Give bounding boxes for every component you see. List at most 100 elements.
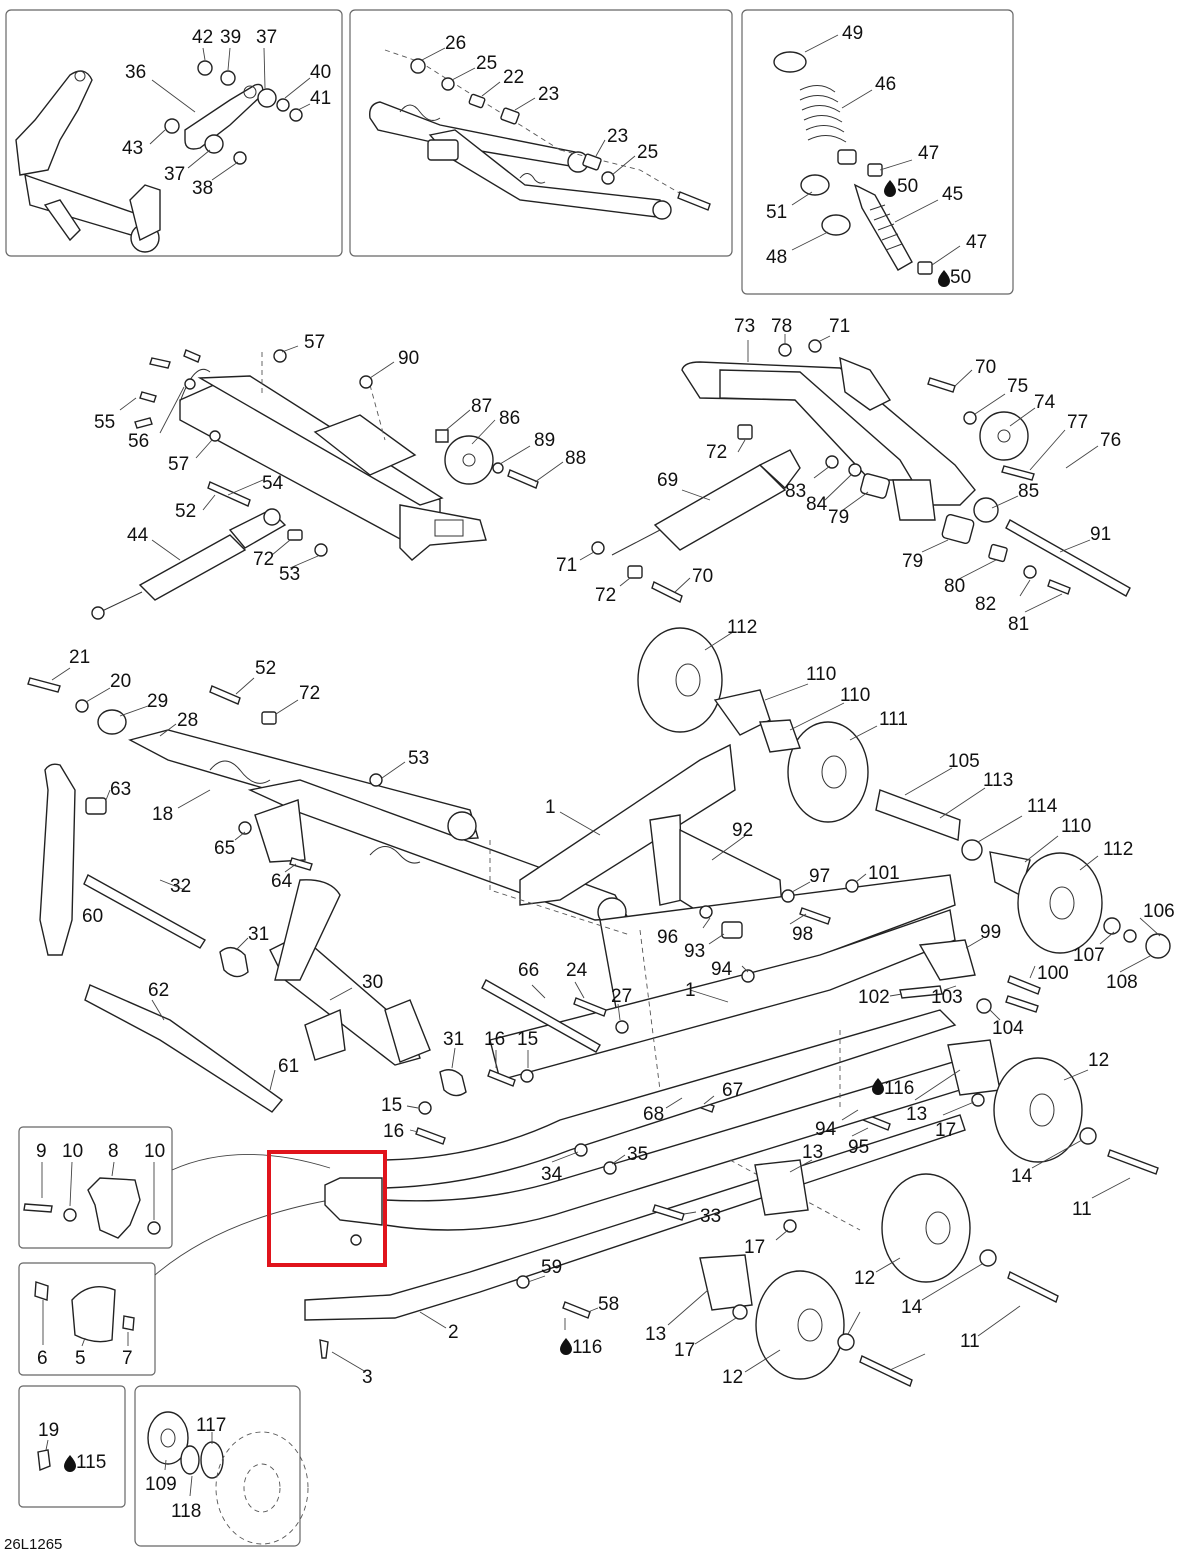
rear-idler-wheels bbox=[516, 1039, 1159, 1387]
callout-13: 13 bbox=[906, 1104, 927, 1125]
callout-110b: 110 bbox=[840, 685, 870, 706]
lower-leaders bbox=[51, 631, 1161, 1373]
callout-12b: 12 bbox=[854, 1268, 875, 1289]
panel-shock-spring bbox=[741, 9, 1014, 295]
callout-87: 87 bbox=[471, 396, 492, 417]
callout-111: 111 bbox=[879, 709, 908, 730]
callout-92: 92 bbox=[732, 820, 753, 841]
callout-30: 30 bbox=[362, 972, 383, 993]
callout-35: 35 bbox=[627, 1144, 648, 1165]
callout-31: 31 bbox=[248, 924, 269, 945]
callout-106: 106 bbox=[1143, 901, 1175, 922]
callout-80: 80 bbox=[944, 576, 965, 597]
panel-front-arm bbox=[349, 9, 733, 257]
callout-104: 104 bbox=[992, 1018, 1024, 1039]
callout-9: 9 bbox=[36, 1141, 47, 1162]
callout-112b: 112 bbox=[1103, 839, 1133, 860]
callout-21: 21 bbox=[69, 647, 90, 668]
connector-slider-shoe bbox=[171, 1154, 331, 1171]
callout-75: 75 bbox=[1007, 376, 1028, 397]
callout-71: 71 bbox=[829, 316, 850, 337]
callout-71b: 71 bbox=[556, 555, 577, 576]
callout-83: 83 bbox=[785, 481, 806, 502]
callout-labels: 42 39 37 36 40 41 43 37 38 26 25 22 23 2… bbox=[36, 23, 1175, 1522]
callout-38: 38 bbox=[192, 178, 213, 199]
callout-94b: 94 bbox=[815, 1119, 837, 1140]
callout-53: 53 bbox=[279, 564, 300, 585]
callout-23b: 23 bbox=[607, 126, 628, 147]
callout-78: 78 bbox=[771, 316, 792, 337]
callout-45: 45 bbox=[942, 184, 963, 205]
callout-12c: 12 bbox=[722, 1367, 743, 1388]
callout-72d: 72 bbox=[299, 683, 320, 704]
callout-76: 76 bbox=[1100, 430, 1121, 451]
rear-arm-assembly bbox=[681, 339, 1131, 597]
grease-drop-icon bbox=[938, 270, 950, 287]
callout-102: 102 bbox=[858, 987, 890, 1008]
panel2-leaders bbox=[421, 47, 636, 176]
callout-47b: 47 bbox=[966, 232, 987, 253]
highlight-box bbox=[267, 1150, 387, 1267]
callout-100: 100 bbox=[1037, 963, 1069, 984]
callout-93: 93 bbox=[684, 941, 705, 962]
panel1-leaders bbox=[149, 47, 311, 181]
callout-12: 12 bbox=[1088, 1050, 1109, 1071]
callout-82: 82 bbox=[975, 594, 996, 615]
callout-3: 3 bbox=[362, 1367, 373, 1388]
callout-84: 84 bbox=[806, 494, 828, 515]
callout-74: 74 bbox=[1034, 392, 1056, 413]
callout-15b: 15 bbox=[381, 1095, 402, 1116]
callout-43: 43 bbox=[122, 138, 143, 159]
callout-40: 40 bbox=[310, 62, 331, 83]
callout-1: 1 bbox=[545, 797, 556, 818]
callout-25b: 25 bbox=[637, 142, 658, 163]
callout-62: 62 bbox=[148, 980, 169, 1001]
callout-42: 42 bbox=[192, 27, 213, 48]
rear-frame bbox=[489, 743, 1041, 1131]
rear-shock-right bbox=[591, 449, 801, 603]
callout-73: 73 bbox=[734, 316, 755, 337]
callout-114: 114 bbox=[1027, 796, 1058, 817]
callout-20: 20 bbox=[110, 671, 131, 692]
callout-94: 94 bbox=[711, 959, 733, 980]
callout-44: 44 bbox=[127, 525, 149, 546]
callout-107: 107 bbox=[1073, 945, 1105, 966]
rear-shock-left bbox=[91, 508, 328, 620]
callout-28: 28 bbox=[177, 710, 198, 731]
drawing-code: 26L1265 bbox=[4, 1536, 62, 1553]
callout-11: 11 bbox=[1072, 1199, 1092, 1220]
callout-47: 47 bbox=[918, 143, 939, 164]
callout-52: 52 bbox=[175, 501, 196, 522]
callout-72c: 72 bbox=[595, 585, 616, 606]
callout-89: 89 bbox=[534, 430, 555, 451]
callout-115: 115 bbox=[76, 1452, 106, 1473]
callout-116: 116 bbox=[884, 1078, 914, 1099]
callout-64: 64 bbox=[271, 871, 293, 892]
callout-17c: 17 bbox=[674, 1340, 695, 1361]
callout-70b: 70 bbox=[692, 566, 713, 587]
callout-56: 56 bbox=[128, 431, 149, 452]
callout-6: 6 bbox=[37, 1348, 48, 1369]
callout-55: 55 bbox=[94, 412, 115, 433]
callout-117: 117 bbox=[196, 1415, 226, 1436]
callout-2: 2 bbox=[448, 1322, 459, 1343]
callout-79: 79 bbox=[828, 507, 849, 528]
callout-110: 110 bbox=[806, 664, 836, 685]
callout-70: 70 bbox=[975, 357, 996, 378]
grease-drop-icon bbox=[872, 1078, 884, 1095]
callout-98: 98 bbox=[792, 924, 813, 945]
callout-69: 69 bbox=[657, 470, 678, 491]
callout-101: 101 bbox=[868, 863, 900, 884]
callout-16: 16 bbox=[484, 1029, 505, 1050]
callout-48: 48 bbox=[766, 247, 787, 268]
callout-109: 109 bbox=[145, 1474, 177, 1495]
callout-13b: 13 bbox=[802, 1142, 823, 1163]
callout-97: 97 bbox=[809, 866, 830, 887]
callout-53b: 53 bbox=[408, 748, 429, 769]
callout-54: 54 bbox=[262, 473, 284, 494]
grease-drop-icon bbox=[560, 1338, 572, 1355]
callout-11b: 11 bbox=[960, 1331, 980, 1352]
cross-shaft-assembly bbox=[134, 349, 539, 561]
callout-65: 65 bbox=[214, 838, 235, 859]
